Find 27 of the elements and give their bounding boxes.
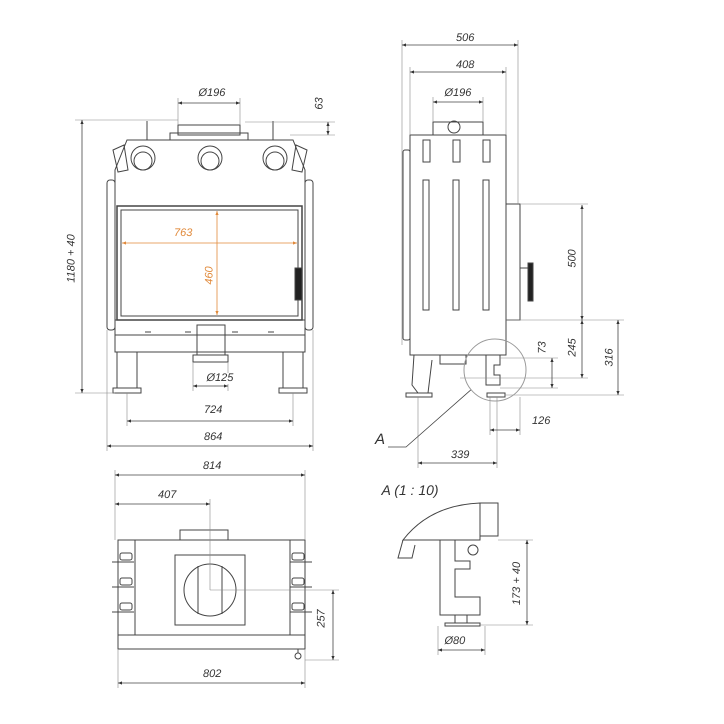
detail-circle <box>463 338 527 402</box>
dimension-label: 500 <box>568 248 579 268</box>
detail-view-title: A (1 : 10) <box>380 483 440 497</box>
dimension-label: 173 + 40 <box>512 560 523 606</box>
leader-line <box>388 389 472 448</box>
dimension-label: 802 <box>202 668 222 680</box>
dimension-label: 257 <box>316 608 328 628</box>
dimension-label: 763 <box>173 228 194 238</box>
detail-callout-letter: A <box>372 432 388 448</box>
dimension-label: Ø125 <box>206 372 234 384</box>
dimension-label: 316 <box>604 346 616 368</box>
dimension-label: 245 <box>568 336 579 358</box>
dimension-label: Ø196 <box>444 88 472 98</box>
dimension-label: 407 <box>157 490 178 500</box>
dimension-label: 506 <box>455 32 476 44</box>
dimension-label: 339 <box>450 450 470 460</box>
dimension-label: 864 <box>203 432 224 442</box>
dimension-label: 814 <box>202 460 222 472</box>
dimension-label: Ø80 <box>444 636 466 646</box>
dimension-label: 724 <box>203 404 224 416</box>
dimension-label: 126 <box>531 416 552 426</box>
dimension-label: 73 <box>538 340 549 354</box>
dimension-label: 408 <box>455 60 476 70</box>
dimension-label: Ø196 <box>198 88 226 98</box>
dimension-label: 1180 + 40 <box>66 232 78 284</box>
dimension-label: 63 <box>314 96 326 110</box>
dimension-label: 460 <box>204 264 216 286</box>
